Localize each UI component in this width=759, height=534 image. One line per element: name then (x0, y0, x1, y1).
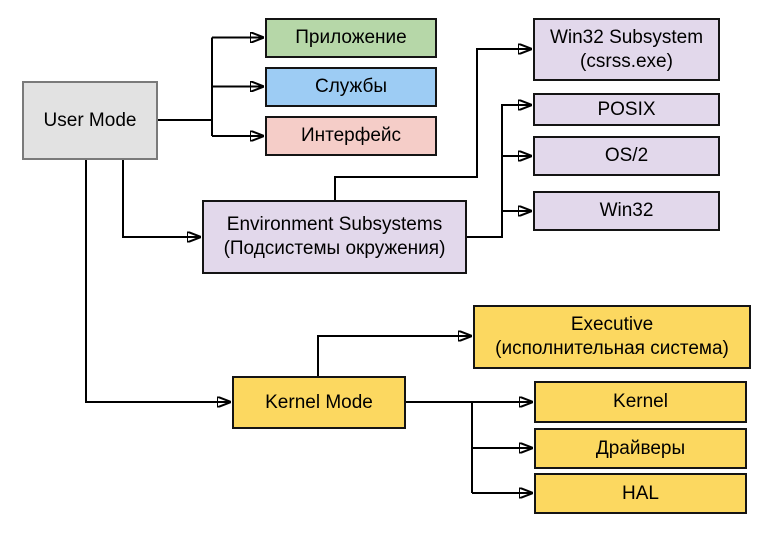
edge-kernelmode-executive (317, 336, 472, 376)
node-environment-subsystems-label-en: Environment Subsystems (226, 214, 443, 236)
node-services-label: Службы (315, 76, 387, 98)
edge-env-posix (467, 105, 532, 238)
node-kernel-mode-label: Kernel Mode (265, 391, 373, 413)
node-services: Службы (265, 67, 437, 107)
node-kernel-label: Kernel (613, 391, 668, 413)
node-executive: Executive (исполнительная система) (473, 305, 751, 369)
node-user-mode-label: User Mode (43, 109, 137, 131)
node-interface-label: Интерфейс (300, 125, 402, 147)
node-drivers-label: Драйверы (595, 437, 686, 459)
node-hal-label: HAL (622, 482, 659, 504)
node-hal: HAL (534, 473, 747, 514)
node-win32-label: Win32 (599, 200, 654, 222)
node-application: Приложение (265, 18, 437, 58)
edge-usermode-kernelmode (85, 160, 231, 402)
node-os2: OS/2 (533, 136, 720, 176)
node-kernel: Kernel (534, 381, 747, 423)
node-drivers: Драйверы (534, 428, 747, 469)
node-posix: POSIX (533, 93, 720, 126)
node-executive-label-en: Executive (570, 314, 654, 336)
edge-usermode-env (122, 160, 201, 237)
node-executive-label-ru: (исполнительная система) (495, 338, 729, 359)
node-user-mode: User Mode (22, 81, 158, 160)
node-posix-label: POSIX (597, 98, 656, 120)
node-win32-subsystem-label: Win32 Subsystem (549, 26, 704, 48)
node-interface: Интерфейс (265, 116, 437, 156)
node-win32: Win32 (533, 191, 720, 231)
node-win32-subsystem: Win32 Subsystem (csrss.exe) (533, 18, 720, 81)
node-os2-label: OS/2 (604, 145, 649, 167)
node-kernel-mode: Kernel Mode (232, 376, 406, 429)
node-application-label: Приложение (295, 27, 407, 49)
node-environment-subsystems-label-ru: (Подсистемы окружения) (223, 238, 446, 259)
node-environment-subsystems: Environment Subsystems (Подсистемы окруж… (202, 200, 467, 274)
node-win32-subsystem-sublabel: (csrss.exe) (580, 50, 673, 72)
